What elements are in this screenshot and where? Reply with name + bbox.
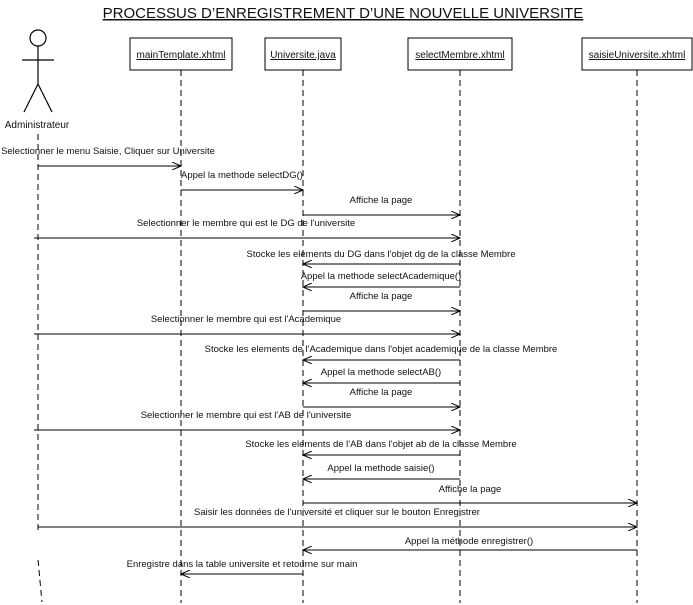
participant-saisieuniversite: saisieUniversite.xhtml <box>581 37 693 71</box>
message-label: Selectionner le membre qui est l'AB de l… <box>141 410 352 421</box>
message-label: Enregistre dans la table universite et r… <box>127 559 358 570</box>
participant-label: saisieUniversite.xhtml <box>589 50 686 61</box>
actor-label: Administrateur <box>5 120 70 131</box>
message-10: Appel la methode selectAB() <box>303 367 460 383</box>
message-18: Enregistre dans la table universite et r… <box>127 559 358 574</box>
message-label: Appel la methode selectAB() <box>321 367 441 378</box>
participant-box <box>581 37 693 71</box>
message-label: Appel la methode selectAcademique() <box>301 271 462 282</box>
participant-selectmembre: selectMembre.xhtml <box>407 37 513 71</box>
message-7: Affiche la page <box>303 291 460 311</box>
message-label: Saisir les données de l'université et cl… <box>194 507 480 518</box>
actor-administrateur: Administrateur <box>5 29 70 131</box>
participant-box <box>264 37 342 71</box>
message-17: Appel la méthode enregistrer() <box>303 536 637 550</box>
lifeline-administrateur-tail <box>37 559 43 603</box>
message-1: Selectionner le menu Saisie, Cliquer sur… <box>1 146 215 166</box>
participant-label: mainTemplate.xhtml <box>137 50 226 61</box>
participant-label: selectMembre.xhtml <box>415 50 504 61</box>
message-label: Selectionner le membre qui est l'Academi… <box>151 314 341 325</box>
message-label: Affiche la page <box>350 387 413 398</box>
message-label: Affiche la page <box>350 291 413 302</box>
message-label: Selectionner le membre qui est le DG de … <box>137 218 355 229</box>
message-label: Stocke les elements du DG dans l'objet d… <box>246 249 515 260</box>
message-4: Selectionner le membre qui est le DG de … <box>34 218 460 238</box>
message-8: Selectionner le membre qui est l'Academi… <box>34 314 460 334</box>
message-label: Stocke les elements de l'Academique dans… <box>205 344 558 355</box>
message-11: Affiche la page <box>303 387 460 407</box>
participant-box <box>129 37 233 71</box>
participant-maintemplate: mainTemplate.xhtml <box>129 37 233 71</box>
participant-label: Universite.java <box>270 50 336 61</box>
message-13: Stocke les elements de l'AB dans l'objet… <box>245 439 517 455</box>
actor-head <box>29 29 47 47</box>
message-label: Selectionner le menu Saisie, Cliquer sur… <box>1 146 215 157</box>
message-14: Appel la methode saisie() <box>303 463 460 479</box>
message-5: Stocke les elements du DG dans l'objet d… <box>246 249 516 264</box>
message-9: Stocke les elements de l'Academique dans… <box>205 344 558 360</box>
message-2: Appel la methode selectDG() <box>181 170 303 190</box>
actor-left-leg <box>23 83 39 113</box>
participant-universite: Universite.java <box>264 37 342 71</box>
diagram-title: PROCESSUS D’ENREGISTREMENT D’UNE NOUVELL… <box>103 5 584 22</box>
message-label: Affiche la page <box>439 484 502 495</box>
actor-right-leg <box>37 83 53 113</box>
message-3: Affiche la page <box>303 195 460 215</box>
message-16: Saisir les données de l'université et cl… <box>38 507 637 527</box>
message-12: Selectionner le membre qui est l'AB de l… <box>34 410 460 430</box>
message-label: Affiche la page <box>350 195 413 206</box>
participant-box <box>407 37 513 71</box>
message-label: Appel la methode saisie() <box>327 463 434 474</box>
message-label: Appel la méthode enregistrer() <box>405 536 533 547</box>
message-6: Appel la methode selectAcademique() <box>301 271 462 287</box>
message-15: Affiche la page <box>303 484 637 503</box>
message-label: Stocke les elements de l'AB dans l'objet… <box>245 439 516 450</box>
message-label: Appel la methode selectDG() <box>181 170 303 181</box>
